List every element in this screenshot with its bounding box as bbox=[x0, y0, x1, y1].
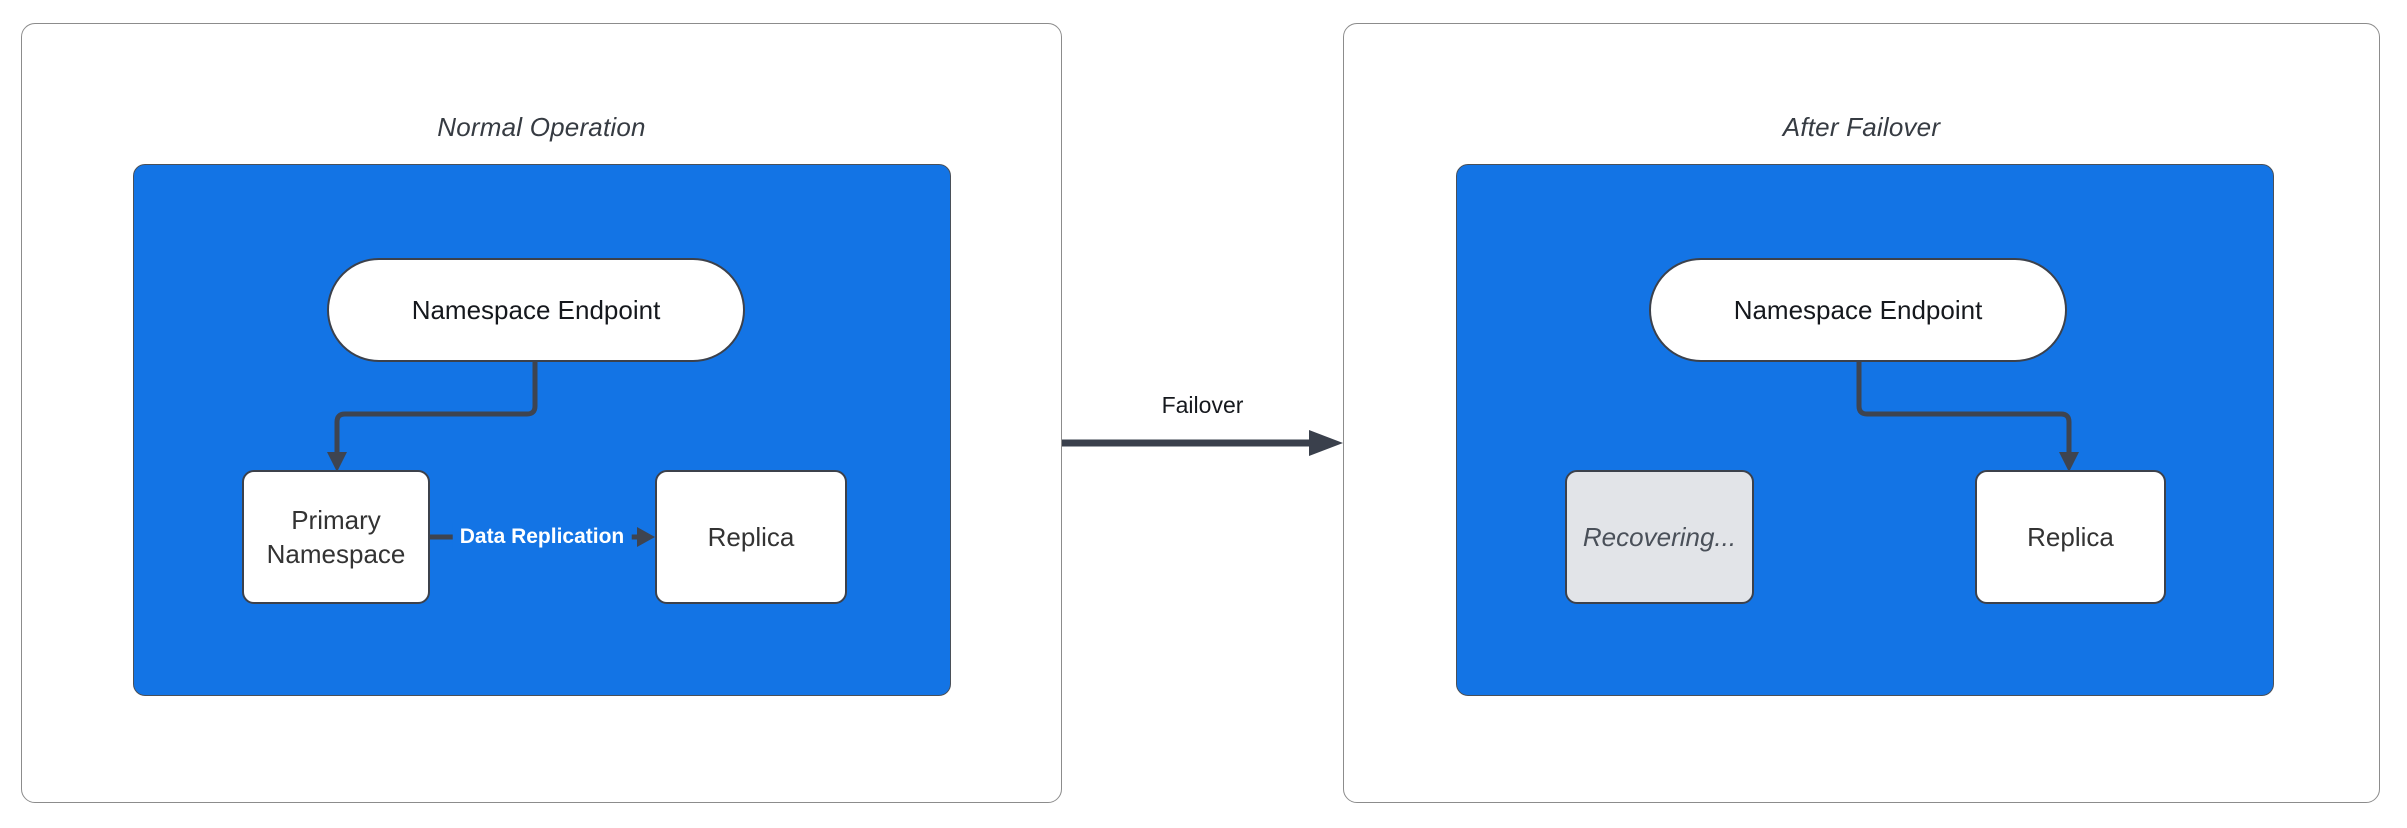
node-recovering: Recovering... bbox=[1565, 470, 1754, 604]
cluster-normal-operation: Namespace Endpoint Primary Namespace Rep… bbox=[133, 164, 951, 696]
endpoint-to-primary-arrowhead-icon bbox=[327, 452, 347, 472]
node-namespace-endpoint: Namespace Endpoint bbox=[1649, 258, 2067, 362]
edges-layer bbox=[1856, 362, 2079, 472]
panel-normal-operation: Normal Operation Namespace Endpoint Prim… bbox=[21, 23, 1062, 803]
node-replica: Replica bbox=[655, 470, 847, 604]
endpoint-to-primary-arrow bbox=[334, 362, 538, 454]
node-primary-namespace: Primary Namespace bbox=[242, 470, 430, 604]
failover-arrow-icon bbox=[1062, 430, 1343, 456]
node-primary-namespace-label: Primary Namespace bbox=[266, 505, 406, 569]
edges-layer bbox=[327, 362, 655, 547]
failover-label: Failover bbox=[1161, 392, 1244, 418]
node-recovering-label: Recovering... bbox=[1582, 522, 1737, 552]
node-namespace-endpoint: Namespace Endpoint bbox=[327, 258, 745, 362]
node-replica: Replica bbox=[1975, 470, 2166, 604]
data-replication-arrowhead-icon bbox=[637, 527, 655, 547]
node-replica-label: Replica bbox=[2027, 522, 2114, 552]
node-namespace-endpoint-label: Namespace Endpoint bbox=[1733, 294, 1983, 325]
node-replica-label: Replica bbox=[707, 522, 795, 552]
node-namespace-endpoint-label: Namespace Endpoint bbox=[411, 294, 661, 325]
panel-title-normal-operation: Normal Operation bbox=[437, 112, 646, 142]
cluster-after-failover: Namespace Endpoint Recovering... Replica bbox=[1456, 164, 2274, 696]
endpoint-to-replica-arrowhead-icon bbox=[2059, 452, 2079, 472]
endpoint-to-replica-arrow bbox=[1856, 362, 2072, 454]
panel-after-failover: After Failover Namespace Endpoint Recove… bbox=[1343, 23, 2380, 803]
panel-title-after-failover: After Failover bbox=[1782, 112, 1941, 142]
failover-transition: Failover bbox=[1062, 0, 1343, 828]
edge-label-data-replication: Data Replication bbox=[452, 523, 632, 551]
